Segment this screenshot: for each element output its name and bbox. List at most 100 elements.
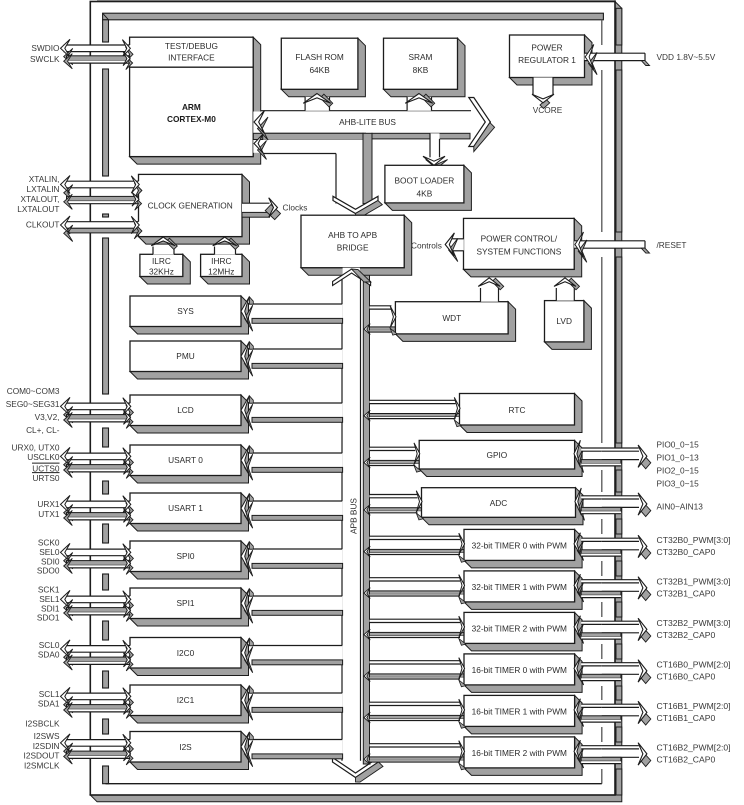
svg-text:SRAM: SRAM xyxy=(409,52,433,62)
svg-text:CT32B1_PWM[3:0]: CT32B1_PWM[3:0] xyxy=(657,576,731,586)
svg-text:I2S: I2S xyxy=(179,742,192,752)
svg-text:PMU: PMU xyxy=(176,351,194,361)
svg-text:I2SDIN: I2SDIN xyxy=(33,741,60,751)
svg-text:CLOCK GENERATION: CLOCK GENERATION xyxy=(148,201,233,211)
svg-text:Clocks: Clocks xyxy=(283,203,308,213)
svg-text:16-bit TIMER 2 with PWM: 16-bit TIMER 2 with PWM xyxy=(472,748,567,758)
svg-text:SDA1: SDA1 xyxy=(38,699,60,709)
svg-text:SDI0: SDI0 xyxy=(41,556,60,566)
svg-text:Controls: Controls xyxy=(411,240,442,250)
svg-text:CT32B2_CAP0: CT32B2_CAP0 xyxy=(657,630,716,640)
svg-text:COM0~COM3: COM0~COM3 xyxy=(7,386,60,396)
svg-text:POWER: POWER xyxy=(531,42,562,52)
svg-text:16-bit TIMER 0 with PWM: 16-bit TIMER 0 with PWM xyxy=(472,665,567,675)
svg-text:SYS: SYS xyxy=(177,306,194,316)
svg-text:SDO0: SDO0 xyxy=(37,566,60,576)
svg-text:ARM: ARM xyxy=(182,102,201,112)
svg-text:URX0, UTX0: URX0, UTX0 xyxy=(12,443,60,453)
svg-text:VDD 1.8V~5.5V: VDD 1.8V~5.5V xyxy=(657,52,716,62)
svg-text:12MHz: 12MHz xyxy=(208,266,234,276)
svg-text:RTC: RTC xyxy=(509,405,526,415)
svg-text:32-bit TIMER 1 with PWM: 32-bit TIMER 1 with PWM xyxy=(472,582,567,592)
svg-text:CT32B2_PWM[3:0]: CT32B2_PWM[3:0] xyxy=(657,618,731,628)
svg-text:TEST/DEBUG: TEST/DEBUG xyxy=(165,41,218,51)
svg-text:SCL1: SCL1 xyxy=(39,689,60,699)
svg-text:16-bit TIMER 1 with PWM: 16-bit TIMER 1 with PWM xyxy=(472,706,567,716)
svg-text:CLKOUT: CLKOUT xyxy=(26,220,60,230)
svg-text:SPI0: SPI0 xyxy=(177,551,195,561)
svg-text:CT32B0_CAP0: CT32B0_CAP0 xyxy=(657,547,716,557)
svg-text:CT32B1_CAP0: CT32B1_CAP0 xyxy=(657,589,716,599)
svg-text:URX1: URX1 xyxy=(37,499,60,509)
svg-text:SYSTEM FUNCTIONS: SYSTEM FUNCTIONS xyxy=(476,246,561,256)
svg-text:I2SBCLK: I2SBCLK xyxy=(25,719,60,729)
svg-text:SEL0: SEL0 xyxy=(39,547,60,557)
svg-text:LCD: LCD xyxy=(177,405,194,415)
svg-text:LVD: LVD xyxy=(556,316,572,326)
svg-text:LXTALOUT: LXTALOUT xyxy=(17,204,59,214)
svg-text:APB BUS: APB BUS xyxy=(349,498,359,534)
svg-text:I2SMCLK: I2SMCLK xyxy=(24,761,60,771)
svg-text:PIO2_0~15: PIO2_0~15 xyxy=(657,466,700,476)
svg-text:SCL0: SCL0 xyxy=(39,640,60,650)
svg-text:SEG0~SEG31: SEG0~SEG31 xyxy=(6,399,60,409)
svg-text:CT16B0_PWM[2:0]: CT16B0_PWM[2:0] xyxy=(657,659,731,669)
svg-text:32-bit TIMER 2 with PWM: 32-bit TIMER 2 with PWM xyxy=(472,623,567,633)
svg-text:LXTALIN: LXTALIN xyxy=(26,184,59,194)
svg-text:32-bit TIMER 0 with PWM: 32-bit TIMER 0 with PWM xyxy=(472,540,567,550)
svg-text:CT16B1_PWM[2:0]: CT16B1_PWM[2:0] xyxy=(657,701,731,711)
svg-text:PIO3_0~15: PIO3_0~15 xyxy=(657,479,700,489)
svg-text:8KB: 8KB xyxy=(413,65,429,75)
svg-text:POWER CONTROL/: POWER CONTROL/ xyxy=(481,234,558,244)
svg-text:ILRC: ILRC xyxy=(152,256,171,266)
svg-text:CT16B0_CAP0: CT16B0_CAP0 xyxy=(657,672,716,682)
svg-text:AHB TO APB: AHB TO APB xyxy=(328,230,378,240)
svg-text:SWDIO: SWDIO xyxy=(31,43,60,53)
svg-text:INTERFACE: INTERFACE xyxy=(168,53,215,63)
svg-text:SDA0: SDA0 xyxy=(38,650,60,660)
svg-text:URTS0: URTS0 xyxy=(32,473,59,483)
svg-text:CT16B2_CAP0: CT16B2_CAP0 xyxy=(657,755,716,765)
svg-text:CL+, CL-: CL+, CL- xyxy=(26,425,60,435)
svg-text:WDT: WDT xyxy=(442,313,461,323)
svg-text:USART 0: USART 0 xyxy=(168,455,203,465)
svg-text:BOOT LOADER: BOOT LOADER xyxy=(395,175,455,185)
svg-text:AHB-LITE BUS: AHB-LITE BUS xyxy=(339,117,396,127)
svg-text:XTALOUT,: XTALOUT, xyxy=(20,194,59,204)
svg-text:AIN0~AIN13: AIN0~AIN13 xyxy=(657,502,704,512)
svg-text:CT16B2_PWM[2:0]: CT16B2_PWM[2:0] xyxy=(657,742,731,752)
svg-text:SDO1: SDO1 xyxy=(37,613,60,623)
svg-text:SWCLK: SWCLK xyxy=(30,54,60,64)
svg-text:I2SDOUT: I2SDOUT xyxy=(24,750,60,760)
svg-text:64KB: 64KB xyxy=(309,65,330,75)
svg-text:CT16B1_CAP0: CT16B1_CAP0 xyxy=(657,713,716,723)
svg-text:PIO1_0~13: PIO1_0~13 xyxy=(657,453,700,463)
svg-text:VCORE: VCORE xyxy=(533,105,563,115)
svg-text:UCTS0: UCTS0 xyxy=(32,463,60,473)
svg-text:ADC: ADC xyxy=(490,498,508,508)
svg-text:I2C0: I2C0 xyxy=(177,648,195,658)
svg-text:V3,V2,: V3,V2, xyxy=(35,412,60,422)
svg-text:/RESET: /RESET xyxy=(657,240,687,250)
svg-text:REGULATOR 1: REGULATOR 1 xyxy=(518,55,576,65)
svg-text:UTX1: UTX1 xyxy=(38,509,60,519)
svg-text:PIO0_0~15: PIO0_0~15 xyxy=(657,440,700,450)
svg-text:USART 1: USART 1 xyxy=(168,503,203,513)
svg-text:FLASH ROM: FLASH ROM xyxy=(295,52,343,62)
svg-text:BRIDGE: BRIDGE xyxy=(337,243,369,253)
svg-text:SCK0: SCK0 xyxy=(38,538,60,548)
svg-text:4KB: 4KB xyxy=(417,188,433,198)
svg-text:32KHz: 32KHz xyxy=(149,266,174,276)
svg-text:SCK1: SCK1 xyxy=(38,585,60,595)
svg-text:IHRC: IHRC xyxy=(211,256,231,266)
svg-text:CORTEX-M0: CORTEX-M0 xyxy=(167,114,216,124)
svg-text:CT32B0_PWM[3:0]: CT32B0_PWM[3:0] xyxy=(657,535,731,545)
svg-text:SEL1: SEL1 xyxy=(39,594,60,604)
svg-text:I2SWS: I2SWS xyxy=(34,731,60,741)
svg-text:SPI1: SPI1 xyxy=(177,598,195,608)
svg-text:GPIO: GPIO xyxy=(487,450,508,460)
svg-text:SDI1: SDI1 xyxy=(41,603,60,613)
svg-text:USCLK0: USCLK0 xyxy=(27,452,60,462)
svg-text:I2C1: I2C1 xyxy=(177,695,195,705)
svg-text:XTALIN,: XTALIN, xyxy=(29,174,60,184)
